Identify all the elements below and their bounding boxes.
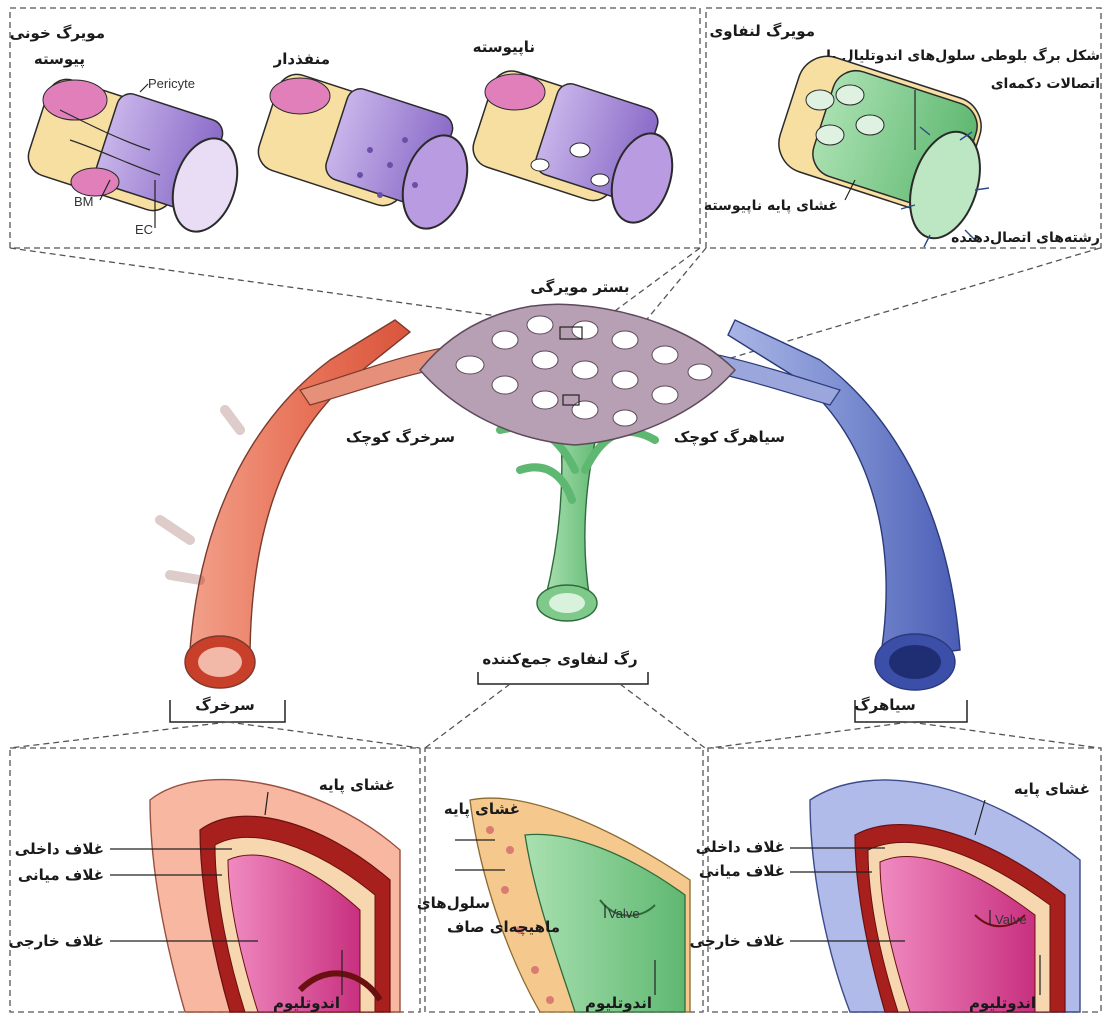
fenestrated-capillary <box>253 69 478 237</box>
artery-adventitia-label: غلاف خارجی <box>9 932 104 950</box>
continuous-capillary <box>23 74 248 240</box>
vein-basement-label: غشای پایه <box>1014 780 1090 799</box>
lymph-valve-label: Valve <box>608 906 640 921</box>
discontinuous-basement-label: غشای پایه ناپیوسته <box>704 198 838 214</box>
vein-label: سیاهرگ <box>854 696 916 714</box>
blood-capillary-title: مویرگ خونی <box>10 24 105 42</box>
artery-intima-label: غلاف داخلی <box>15 840 104 858</box>
vein-endothelium-label: اندوتلیوم <box>969 994 1036 1012</box>
artery-label: سرخرگ <box>195 696 255 714</box>
oak-leaf-line1: شکل برگ بلوطی سلول‌های اندوتلیال با <box>826 47 1100 64</box>
artery-cross-section <box>150 780 400 1012</box>
anchoring-filaments-label: رشته‌های اتصال‌دهنده <box>951 230 1100 246</box>
pericyte-label: Pericyte <box>148 76 195 91</box>
connector <box>710 722 910 748</box>
vein-intima-label: غلاف داخلی <box>696 838 785 856</box>
discontinuous-label: ناپیوسته <box>473 38 535 57</box>
collecting-lymph-label: رگ لنفاوی جمع‌کننده <box>482 650 637 668</box>
lymph-capillary-tube <box>771 49 992 248</box>
connector <box>910 722 1100 748</box>
connector <box>228 722 420 748</box>
lymph-smooth-muscle-line1: سلول‌های <box>417 894 490 912</box>
collecting-lymph-bracket <box>478 672 648 684</box>
connector <box>10 248 540 322</box>
blood-capillary-panel: مویرگ خونی پیوسته منفذدار ناپیوسته <box>10 8 700 248</box>
artery-endothelium-label: اندوتلیوم <box>273 994 340 1012</box>
bm-label: BM <box>74 194 94 209</box>
vein-valve-label: Valve <box>995 912 1027 927</box>
lymph-smooth-muscle-line2: ماهیچه‌ای صاف <box>447 918 560 937</box>
connector <box>620 684 705 748</box>
lymph-basement-label: غشای پایه <box>444 800 520 819</box>
fenestrated-label: منفذدار <box>273 50 330 68</box>
connector <box>10 722 228 748</box>
vein-media-label: غلاف میانی <box>699 862 785 880</box>
lymph-capillary-title: مویرگ لنفاوی <box>710 22 816 40</box>
discontinuous-capillary <box>468 66 683 231</box>
connector <box>425 684 510 748</box>
venule-label: سیاهرگ کوچک <box>674 428 785 447</box>
lymph-collecting-vessel <box>545 420 600 600</box>
continuous-label: پیوسته <box>34 50 85 69</box>
oak-leaf-line2: اتصالات دکمه‌ای <box>991 76 1100 92</box>
artery-basement-label: غشای پایه <box>319 776 395 795</box>
lymph-cross-section <box>470 798 690 1012</box>
ec-label: EC <box>135 222 153 237</box>
vein-adventitia-label: غلاف خارجی <box>690 932 785 950</box>
lymph-endothelium-label: اندوتلیوم <box>585 994 652 1012</box>
capillary-bed-label: بستر مویرگی <box>530 278 629 296</box>
arteriole-label: سرخرگ کوچک <box>346 428 455 447</box>
artery-media-label: غلاف میانی <box>18 866 104 884</box>
lymph-capillary-panel: مویرگ لنفاوی شکل برگ بلوطی سلول‌های اندو… <box>704 8 1101 248</box>
central-vessels <box>160 304 960 690</box>
